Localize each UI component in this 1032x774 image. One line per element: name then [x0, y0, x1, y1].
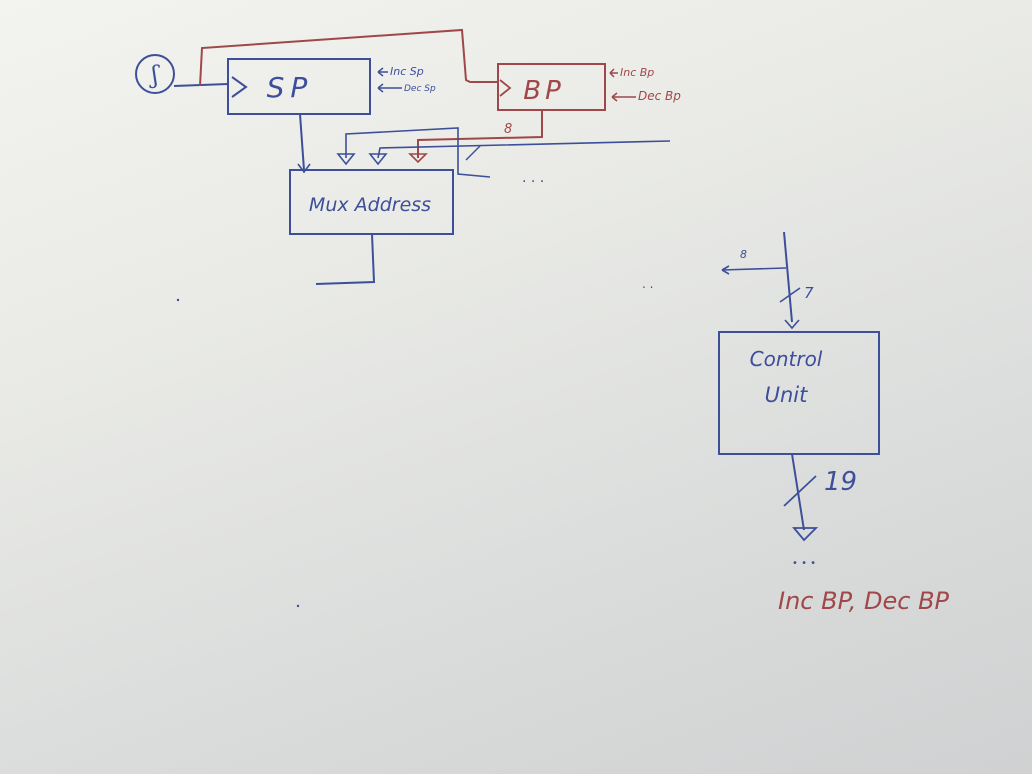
control-unit-output-arrowhead	[792, 527, 819, 542]
sp-register-box	[227, 58, 371, 115]
bus-slash-mark	[465, 145, 481, 161]
clock-to-bp-wire	[199, 28, 498, 87]
mux-input-triangle-2	[368, 153, 388, 166]
board-mark	[176, 298, 180, 302]
bus-continuation-dots: . . .	[522, 170, 544, 186]
bp-bus-width-label: 8	[504, 122, 512, 137]
control-unit: Control Unit	[718, 331, 880, 455]
control-unit-outputs-label: Inc BP, Dec BP	[778, 587, 950, 615]
inc-sp-label: Inc Sp	[390, 65, 424, 78]
address-bus-line-upper	[345, 127, 491, 178]
control-unit-side-tap	[721, 265, 787, 275]
sp-to-mux-arrowhead	[297, 163, 311, 174]
board-mark	[296, 604, 300, 608]
control-unit-box	[718, 331, 880, 455]
mux-address-label: Mux Address	[309, 194, 431, 216]
dec-bp-label: Dec Bp	[638, 89, 681, 103]
mux-address-box	[289, 169, 454, 235]
control-unit-input-slash	[779, 287, 801, 303]
sp-register: SP	[227, 58, 371, 115]
control-unit-input-bus	[783, 231, 793, 323]
control-unit-output-width-label: 19	[824, 467, 857, 497]
bp-register-box	[497, 63, 606, 111]
clock-source: ʃ	[135, 54, 175, 94]
inc-bp-arrow	[609, 68, 618, 78]
bp-clock-triangle	[499, 79, 512, 97]
control-unit-side-dots: . .	[642, 277, 653, 291]
sp-clock-triangle	[231, 76, 248, 98]
clock-circle	[135, 54, 175, 94]
control-unit-input-arrowhead	[784, 319, 800, 330]
clock-symbol: ʃ	[149, 61, 160, 89]
bp-output-bus	[417, 110, 543, 158]
sp-label: SP	[267, 71, 314, 104]
inc-bp-label: Inc Bp	[620, 66, 654, 79]
bp-register: BP	[497, 63, 606, 111]
control-unit-label-line1: Control	[750, 347, 823, 371]
dec-sp-label: Dec Sp	[404, 84, 436, 94]
control-unit-output-slash	[783, 475, 817, 507]
control-unit-output-dots: • • •	[792, 558, 816, 569]
control-unit-label-line2: Unit	[765, 383, 809, 407]
dec-sp-arrow	[377, 83, 402, 93]
mux-address: Mux Address	[289, 169, 454, 235]
bp-output-arrowhead	[408, 153, 428, 164]
control-unit-input-width-label: 7	[804, 284, 814, 302]
dec-bp-arrow	[611, 92, 636, 102]
sp-to-mux-wire	[299, 113, 305, 171]
bp-label: BP	[523, 76, 565, 106]
bp-control-signals: Inc Bp Dec Bp	[609, 66, 681, 103]
mux-input-triangle-1	[336, 153, 356, 166]
mux-output-wire	[315, 233, 376, 285]
inc-sp-arrow	[377, 67, 388, 77]
address-bus-line-lower	[377, 140, 671, 159]
control-unit-side-width-label: 8	[740, 248, 747, 261]
sp-control-signals: Inc Sp Dec Sp	[377, 65, 436, 94]
